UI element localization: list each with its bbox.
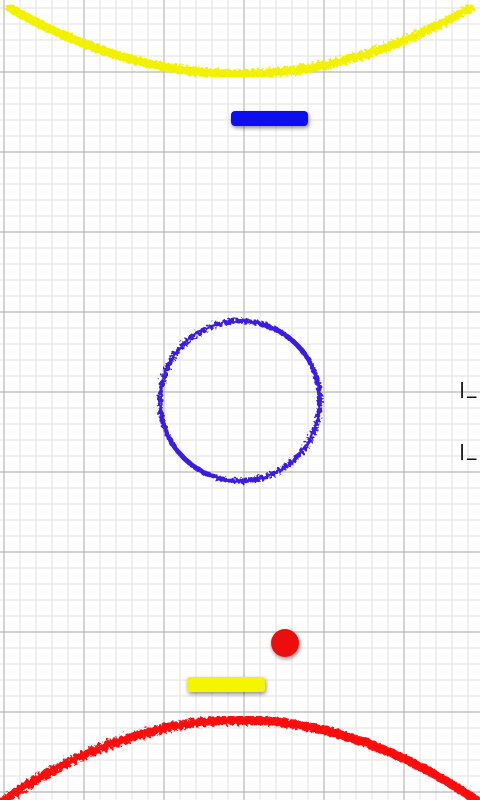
tally-mark-icon: |_ [457, 441, 477, 460]
top-score: |_ [438, 362, 477, 398]
bottom-goal-arc [0, 715, 480, 800]
top-paddle[interactable] [231, 111, 308, 126]
center-circle [157, 318, 323, 484]
bottom-score: |_ [438, 424, 477, 460]
bottom-paddle[interactable] [187, 677, 265, 692]
tally-mark-icon: |_ [457, 379, 477, 398]
puck[interactable] [271, 629, 299, 657]
top-goal-arc [5, 3, 475, 79]
